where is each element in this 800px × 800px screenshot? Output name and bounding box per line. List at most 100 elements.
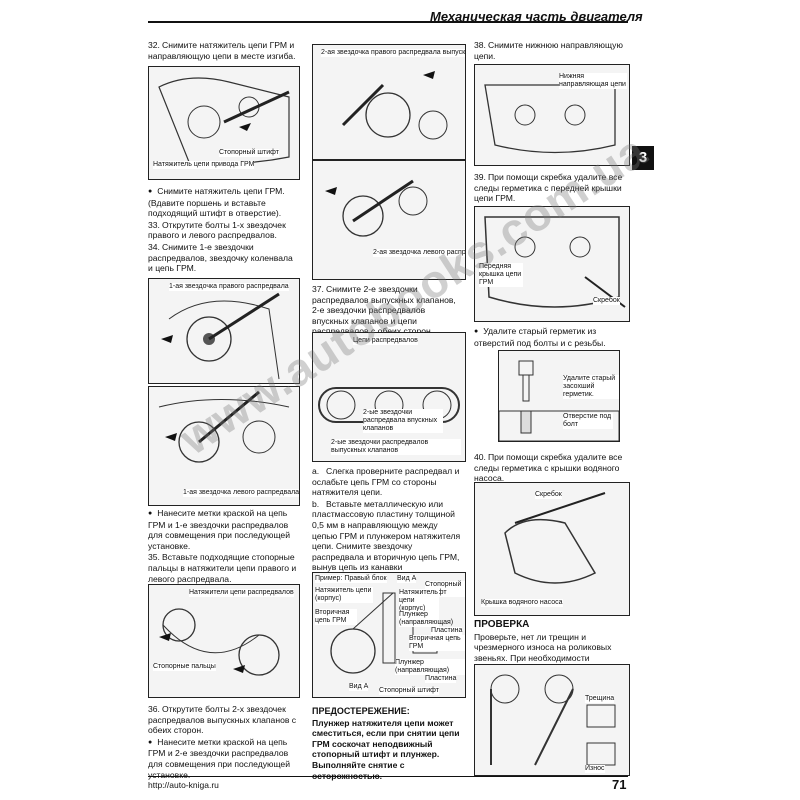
- bolt-illustration: [499, 360, 619, 441]
- section-heading: ПРОВЕРКА: [474, 619, 530, 630]
- step-text: Открутите болты 2-х звездочек распредвал…: [148, 704, 297, 736]
- bullet-text: Нанесите метки краской на цепь ГРМ и 1-е…: [148, 508, 298, 551]
- step-39: 39.При помощи скребка удалите все следы …: [474, 172, 628, 205]
- substeps-ab: a.Слегка проверните распредвал и ослабьт…: [312, 466, 464, 585]
- substep-text: Слегка проверните распредвал и ослабьте …: [312, 466, 460, 498]
- figure-chain-wear: Трещина Износ: [474, 664, 630, 776]
- figure-lower-guide: Нижняя направляющая цепи: [474, 64, 630, 166]
- step-text: Снимите 1-е звездочки распредвалов, звез…: [148, 241, 293, 274]
- fig-label: Натяжитель цепи привода ГРМ: [153, 161, 255, 169]
- fig-label: Скребок: [593, 297, 620, 305]
- chain-illustration: [490, 674, 616, 766]
- figure-bolt-holes: Удалите старый засохший герметик. Отверс…: [498, 350, 620, 442]
- warning-text: Плунжер натяжителя цепи может сместиться…: [312, 717, 460, 781]
- fig-label: Пластина: [431, 627, 463, 635]
- step-number: 37.: [312, 284, 324, 294]
- warning-title: ПРЕДОСТЕРЕЖЕНИЕ:: [312, 706, 410, 716]
- step-37: 37.Снимите 2-е звездочки распредвалов вы…: [312, 284, 464, 338]
- substep-letter: b.: [312, 498, 320, 509]
- step-text: Открутите болты 1-х звездочек правого и …: [148, 219, 286, 241]
- col3-bullet: Удалите старый герметик из отверстий под…: [474, 326, 628, 349]
- substep-text: Вставьте металлическую или пластмассовую…: [312, 498, 461, 583]
- fig-label: Крышка водяного насоса: [481, 599, 563, 607]
- figure-right-exhaust-sprocket: 2-ая звездочка правого распредвала выпус…: [312, 44, 466, 160]
- fig-label: Скребок: [535, 491, 562, 499]
- col1-steps-a: Снимите натяжитель цепи ГРМ. (Вдавите по…: [148, 186, 298, 275]
- footer-rule: [148, 776, 628, 777]
- bullet-text: Удалите старый герметик из отверстий под…: [474, 326, 628, 348]
- step-number: 34.: [148, 241, 160, 252]
- tensioner-illustration: [159, 608, 280, 676]
- fig-label: Стопорный штифт: [379, 687, 439, 695]
- footer-url: http://auto-kniga.ru: [148, 780, 219, 790]
- fig-label: Плунжер (направляющая): [395, 659, 465, 675]
- step-number: 39.: [474, 172, 486, 182]
- fig-label: Плунжер (направляющая): [399, 611, 454, 627]
- fig-label: Стопорный штифт: [219, 149, 279, 157]
- fig-label: Износ: [585, 765, 605, 773]
- fig-label: 2-ые звездочки распредвалов выпускных кл…: [331, 439, 461, 455]
- page-number: 71: [612, 777, 627, 792]
- pump-cover-illustration: [504, 492, 606, 584]
- fig-label: Передняя крышка цепи ГРМ: [479, 263, 523, 287]
- fig-label: Пример: Правый блок: [315, 575, 387, 583]
- sprocket-illustration: [325, 179, 428, 237]
- step-40: 40.При помощи скребка удалите все следы …: [474, 452, 628, 485]
- figure-left-exhaust-sprocket: 2-ая звездочка левого распредвала выпуск…: [312, 160, 466, 280]
- chapter-title: Механическая часть двигателя: [430, 9, 643, 24]
- chapter-tab: 3: [632, 146, 654, 170]
- step-text: При помощи скребка удалите все следы гер…: [474, 452, 623, 484]
- fig-label: Натяжитель цепи (корпус): [399, 589, 439, 613]
- sprocket-illustration: [341, 71, 448, 140]
- step-number: 38.: [474, 40, 486, 50]
- fig-label: Натяжители цепи распредвалов: [189, 589, 294, 597]
- fig-label: Вторичная цепь ГРМ: [409, 635, 465, 651]
- step-number: 40.: [474, 452, 486, 462]
- step-text: Снимите натяжитель цепи ГРМ и направляющ…: [148, 40, 296, 61]
- fig-label: Вторичная цепь ГРМ: [315, 609, 357, 625]
- fig-label: Удалите старый засохший герметик.: [563, 375, 619, 399]
- fig-label: Нижняя направляющая цепи: [559, 73, 627, 89]
- figure-tensioner-pins: Натяжители цепи распредвалов Стопорные п…: [148, 584, 300, 698]
- step-number: 32.: [148, 40, 160, 50]
- fig-label: Натяжитель цепи (корпус): [315, 587, 373, 603]
- figure-front-cover: Передняя крышка цепи ГРМ Скребок: [474, 206, 630, 322]
- figure-water-pump-cover: Скребок Крышка водяного насоса: [474, 482, 630, 616]
- col1-steps-c: 36.Открутите болты 2-х звездочек распред…: [148, 704, 298, 781]
- bullet-text: Снимите натяжитель цепи ГРМ. (Вдавите по…: [148, 186, 298, 219]
- bullet-text: Нанесите метки краской на цепь ГРМ и 2-е…: [148, 737, 298, 780]
- fig-label: Вид А: [397, 575, 417, 583]
- figure-chain-tensioner: Стопорный штифт Натяжитель цепи привода …: [148, 66, 300, 180]
- step-32: 32.Снимите натяжитель цепи ГРМ и направл…: [148, 40, 298, 62]
- fig-label: Вид А: [349, 683, 369, 691]
- fig-label: 2-ые звездочки распредвала впускных клап…: [363, 409, 443, 433]
- fig-label: Пластина: [425, 675, 457, 683]
- sprocket-illustration: [158, 390, 290, 463]
- substep-letter: a.: [312, 466, 320, 476]
- step-text: При помощи скребка удалите все следы гер…: [474, 172, 623, 204]
- step-text: Вставьте подходящие стопорные пальцы в н…: [148, 552, 297, 584]
- fig-label: 1-ая звездочка правого распредвала: [169, 283, 289, 291]
- step-text: Снимите 2-е звездочки распредвалов выпус…: [312, 284, 456, 336]
- figure-right-sprocket: 1-ая звездочка правого распредвала: [148, 278, 300, 384]
- fig-label: 2-ая звездочка правого распредвала выпус…: [321, 49, 465, 57]
- fig-label: 2-ая звездочка левого распредвала выпуск…: [373, 249, 465, 257]
- step-text: Снимите нижнюю направляющую цепи.: [474, 40, 623, 61]
- fig-label: Цепи распредвалов: [353, 337, 418, 345]
- fig-label: Отверстие под болт: [563, 413, 613, 429]
- step-number: 36.: [148, 704, 160, 714]
- step-number: 33.: [148, 219, 160, 230]
- step-number: 35.: [148, 552, 160, 563]
- header-rule: [148, 21, 628, 23]
- col1-steps-b: Нанесите метки краской на цепь ГРМ и 1-е…: [148, 508, 298, 585]
- warning-block: ПРЕДОСТЕРЕЖЕНИЕ: Плунжер натяжителя цепи…: [312, 706, 464, 782]
- sprocket-illustration: [161, 292, 280, 380]
- fig-label: Стопорные пальцы: [153, 663, 216, 671]
- step-38: 38.Снимите нижнюю направляющую цепи.: [474, 40, 628, 62]
- fig-label: 1-ая звездочка левого распредвала: [183, 489, 300, 497]
- figure-camshaft-chains: Цепи распредвалов 2-ые звездочки распред…: [312, 332, 466, 462]
- engine-illustration: [484, 84, 616, 154]
- fig-label: Трещина: [585, 695, 615, 703]
- figure-left-sprocket: 1-ая звездочка левого распредвала: [148, 386, 300, 506]
- figure-tensioner-plunger: Пример: Правый блок Вид А Стопорный штиф…: [312, 572, 466, 698]
